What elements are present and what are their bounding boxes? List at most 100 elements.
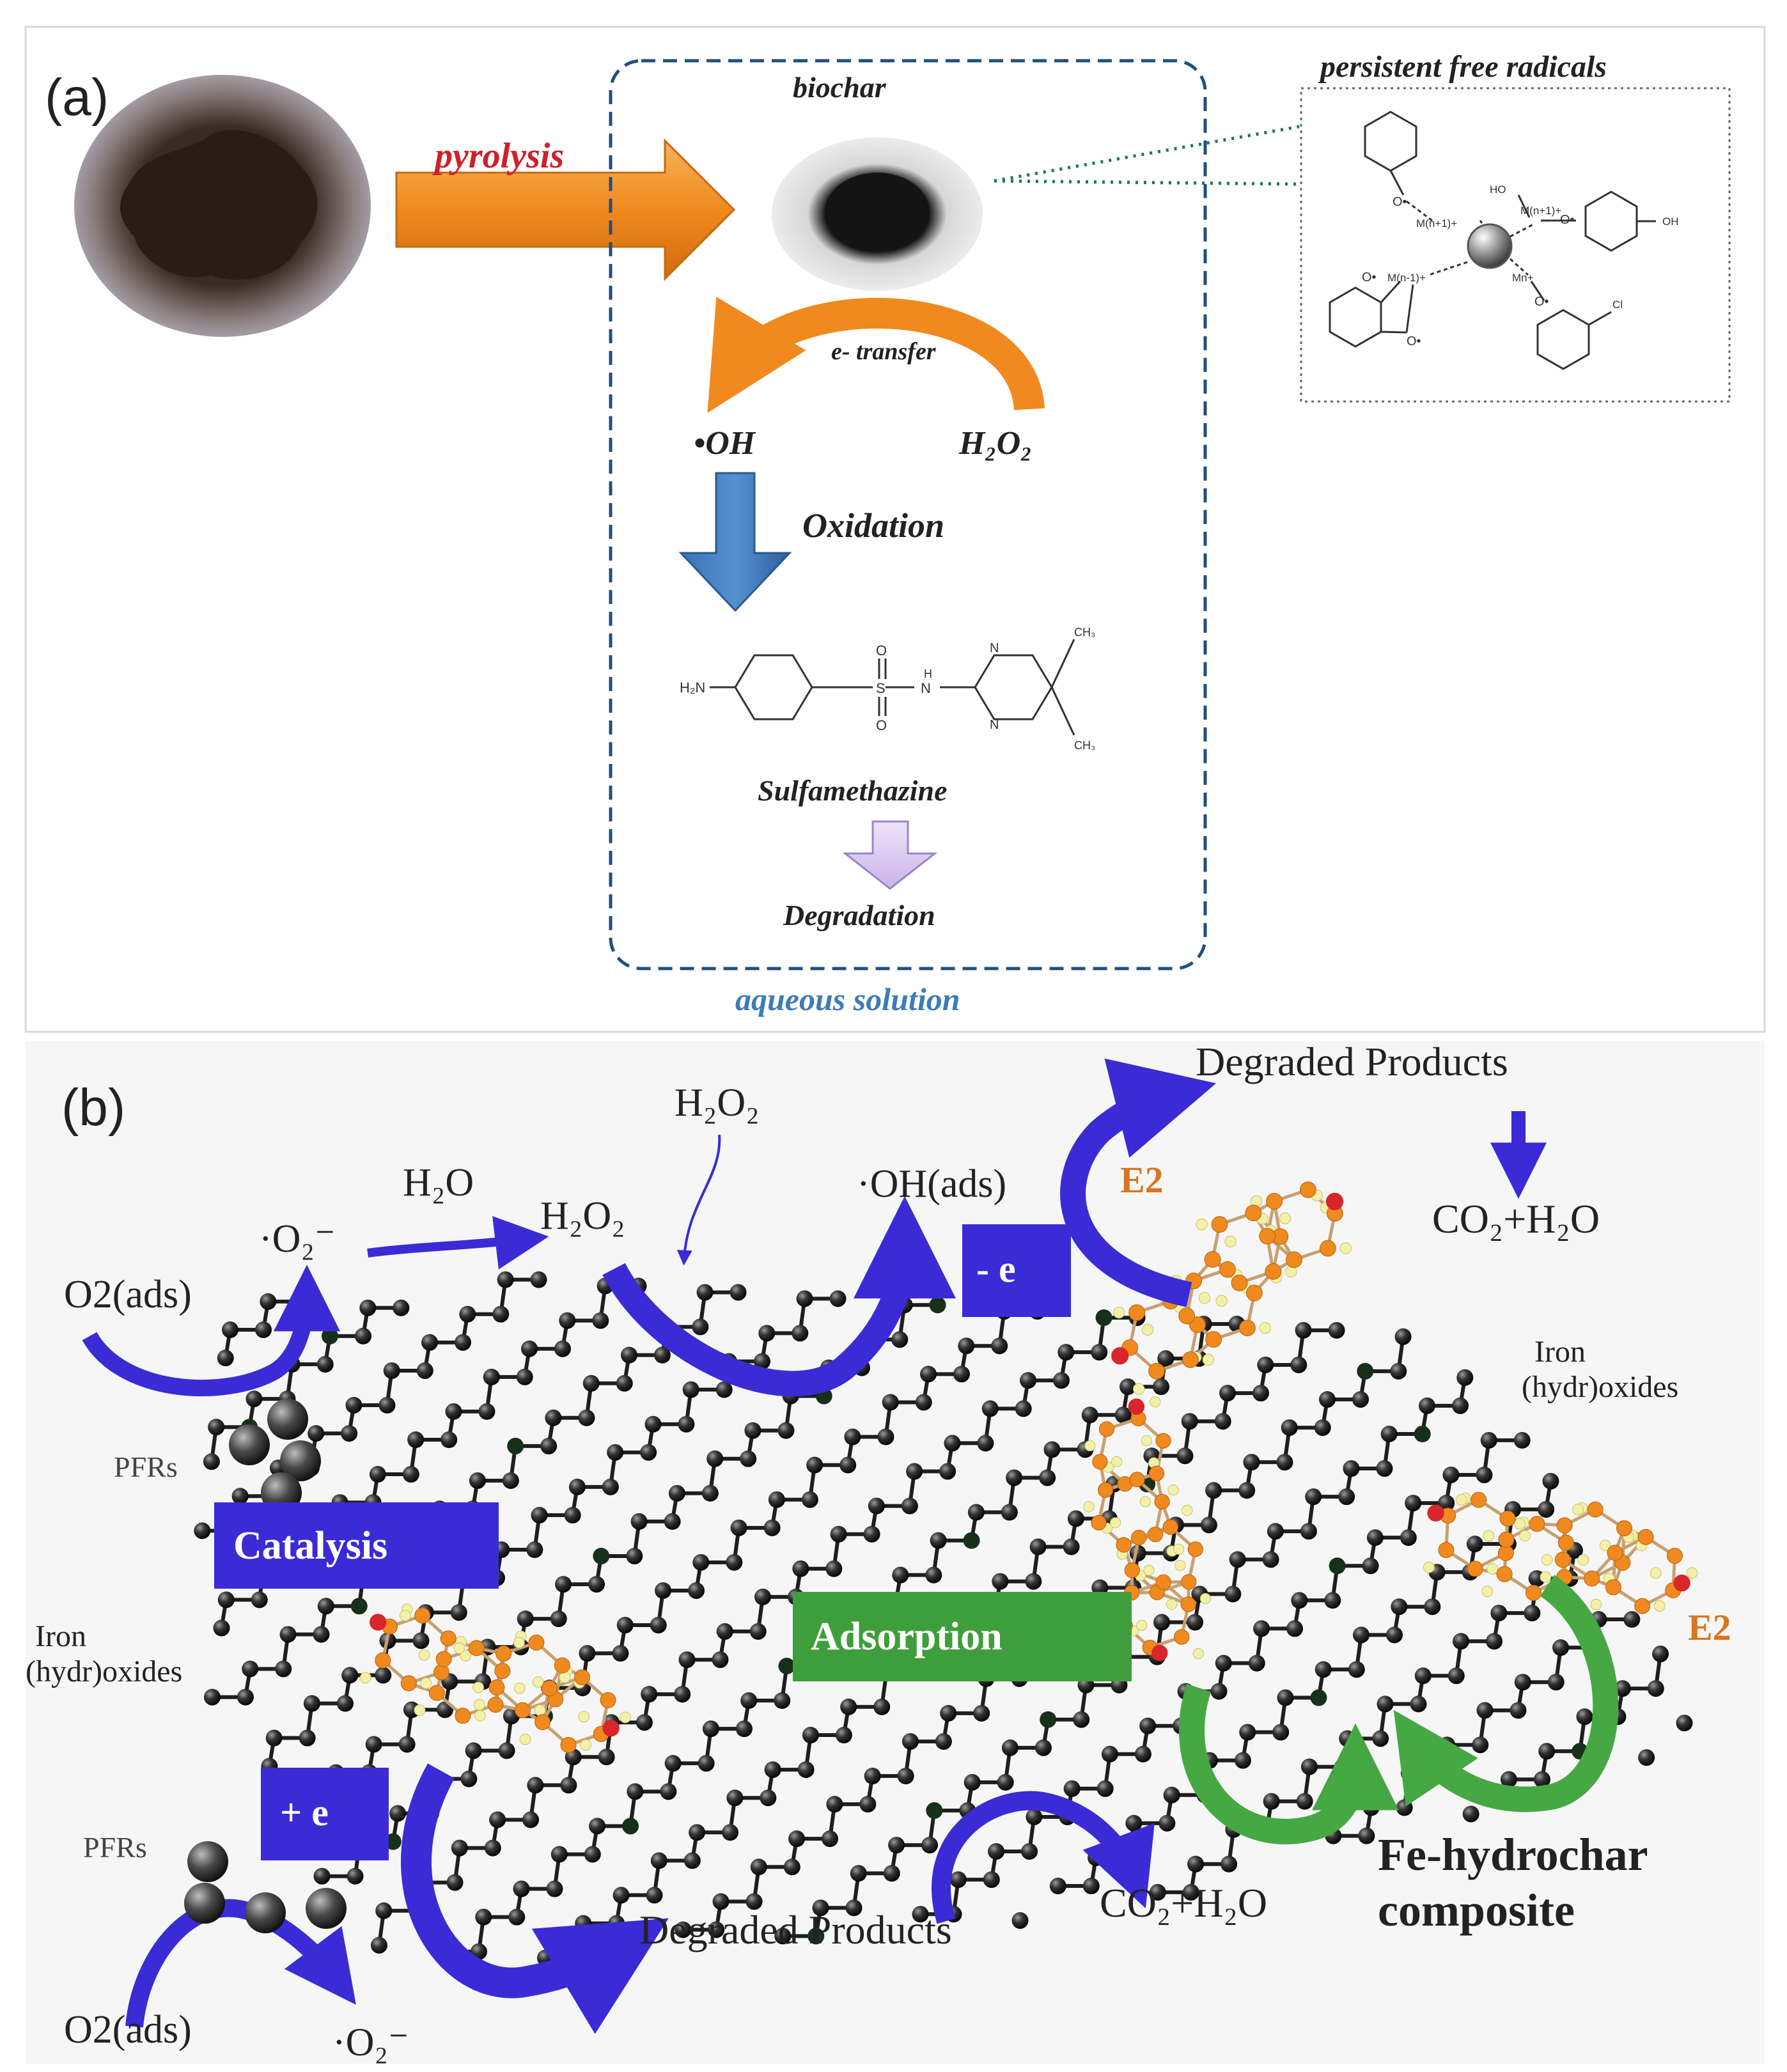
graphene-atom	[499, 1742, 515, 1759]
e2-carbon	[1155, 1494, 1169, 1509]
e2-carbon	[1635, 1598, 1650, 1614]
e2-carbon	[1529, 1516, 1545, 1532]
graphene-atom	[1221, 1856, 1237, 1873]
graphene-atom	[559, 1313, 575, 1329]
h2o-label: H₂O	[403, 1161, 474, 1204]
graphene-atom	[684, 1852, 701, 1869]
graphene-atom	[797, 1290, 813, 1307]
e2-top: E2	[1120, 1159, 1164, 1201]
e2-hydrogen	[1199, 1293, 1210, 1304]
graphene-atom	[1210, 1683, 1227, 1700]
graphene-atom	[683, 1382, 699, 1398]
graphene-atom	[1424, 1598, 1440, 1615]
e2-carbon	[1212, 1217, 1228, 1233]
graphene-atom	[940, 1705, 956, 1722]
graphene-atom	[1514, 1432, 1531, 1449]
e2-carbon	[554, 1658, 570, 1673]
graphene-atom	[583, 1375, 600, 1392]
e2-carbon	[1617, 1521, 1632, 1536]
graphene-atom	[1187, 1614, 1203, 1631]
graphene-atom	[1139, 1718, 1156, 1734]
graphene-atom	[646, 1887, 663, 1903]
pfrs-bottom: PFRs	[83, 1831, 147, 1864]
graphene-atom	[1215, 1655, 1232, 1671]
graphene-atom	[1215, 1413, 1231, 1429]
graphene-atom	[916, 1394, 932, 1410]
graphene-atom	[232, 1488, 249, 1504]
pfr-o2: O•	[1560, 213, 1575, 227]
graphene-atom	[612, 1645, 628, 1662]
graphene-atom	[1638, 1749, 1655, 1766]
graphene-atom	[608, 1915, 625, 1932]
e2-carbon	[542, 1681, 557, 1696]
graphene-atom	[1153, 1378, 1169, 1395]
graphene-atom	[384, 1362, 400, 1379]
graphene-atom	[1267, 1523, 1284, 1539]
graphene-atom	[526, 1541, 543, 1558]
e2-hydrogen	[581, 1740, 591, 1750]
graphene-atom	[844, 1429, 861, 1445]
graphene-atom	[1377, 1695, 1393, 1712]
graphene-atom	[930, 1532, 947, 1549]
smz-h: H	[924, 667, 932, 680]
graphene-atom	[1243, 1454, 1260, 1470]
graphene-atom	[607, 1444, 623, 1461]
e2-carbon	[1188, 1542, 1203, 1557]
iron-oxide-site	[593, 1548, 609, 1564]
pfr-oh: OH	[1662, 215, 1679, 228]
graphene-atom	[1272, 1724, 1289, 1741]
graphene-atom	[1456, 1369, 1473, 1386]
graphene-atom	[698, 1755, 715, 1772]
graphene-atom	[958, 1337, 974, 1354]
graphene-atom	[393, 1300, 409, 1316]
e2-carbon	[415, 1608, 430, 1623]
graphene-atom	[859, 1796, 876, 1812]
graphene-atom	[983, 1871, 1000, 1888]
graphene-atom	[1159, 1815, 1175, 1832]
graphene-atom	[1405, 1495, 1421, 1511]
graphene-atom	[1276, 1454, 1293, 1470]
sulfamethazine-label: Sulfamethazine	[758, 774, 948, 807]
graphene-atom	[788, 1830, 805, 1847]
graphene-atom	[792, 1561, 809, 1577]
e2-hydrogen	[1133, 1383, 1144, 1394]
graphene-atom	[873, 1699, 890, 1715]
graphene-atom	[777, 1422, 794, 1439]
pfr-m1: M(n+1)+	[1416, 217, 1457, 230]
graphene-atom	[1481, 1432, 1497, 1449]
e2-hydrogen	[1150, 1397, 1160, 1407]
smz-ch3-bottom: CH₃	[1074, 739, 1095, 752]
e2-hydrogen	[1200, 1593, 1210, 1603]
o2-ads-top: O2(ads)	[64, 1273, 192, 1316]
graphene-atom	[751, 1858, 767, 1875]
pfr-m2: M(n-1)+	[1387, 272, 1426, 284]
pfr-title: persistent free radicals	[1318, 50, 1607, 84]
graphene-atom	[492, 1306, 509, 1323]
e2-oxygen	[1673, 1575, 1690, 1591]
graphene-atom	[1091, 1344, 1107, 1360]
degraded-products-top: Degraded Products	[1196, 1039, 1508, 1084]
graphene-atom	[1229, 1551, 1246, 1568]
graphene-atom	[1176, 1447, 1193, 1464]
graphene-atom	[888, 1837, 905, 1853]
graphene-atom	[314, 1868, 331, 1885]
graphene-atom	[920, 1366, 937, 1382]
graphene-atom	[726, 1789, 743, 1806]
graphene-atom	[407, 1431, 424, 1448]
e2-carbon	[1130, 1472, 1144, 1487]
graphene-atom	[669, 1485, 685, 1502]
e2-hydrogen	[1137, 1620, 1147, 1630]
graphene-atom	[366, 1736, 382, 1752]
iron-oxide-site	[778, 1658, 795, 1674]
graphene-atom	[545, 1410, 561, 1426]
degraded-products-bottom: Degraded Products	[639, 1907, 952, 1952]
e2-carbon	[1605, 1580, 1621, 1595]
graphene-atom	[279, 1626, 296, 1642]
graphene-atom	[1025, 1573, 1042, 1590]
graphene-atom	[246, 1390, 262, 1407]
graphene-atom	[375, 1903, 392, 1919]
e2-carbon	[1500, 1511, 1515, 1526]
h2o2-label-a: H₂O₂	[958, 425, 1032, 462]
